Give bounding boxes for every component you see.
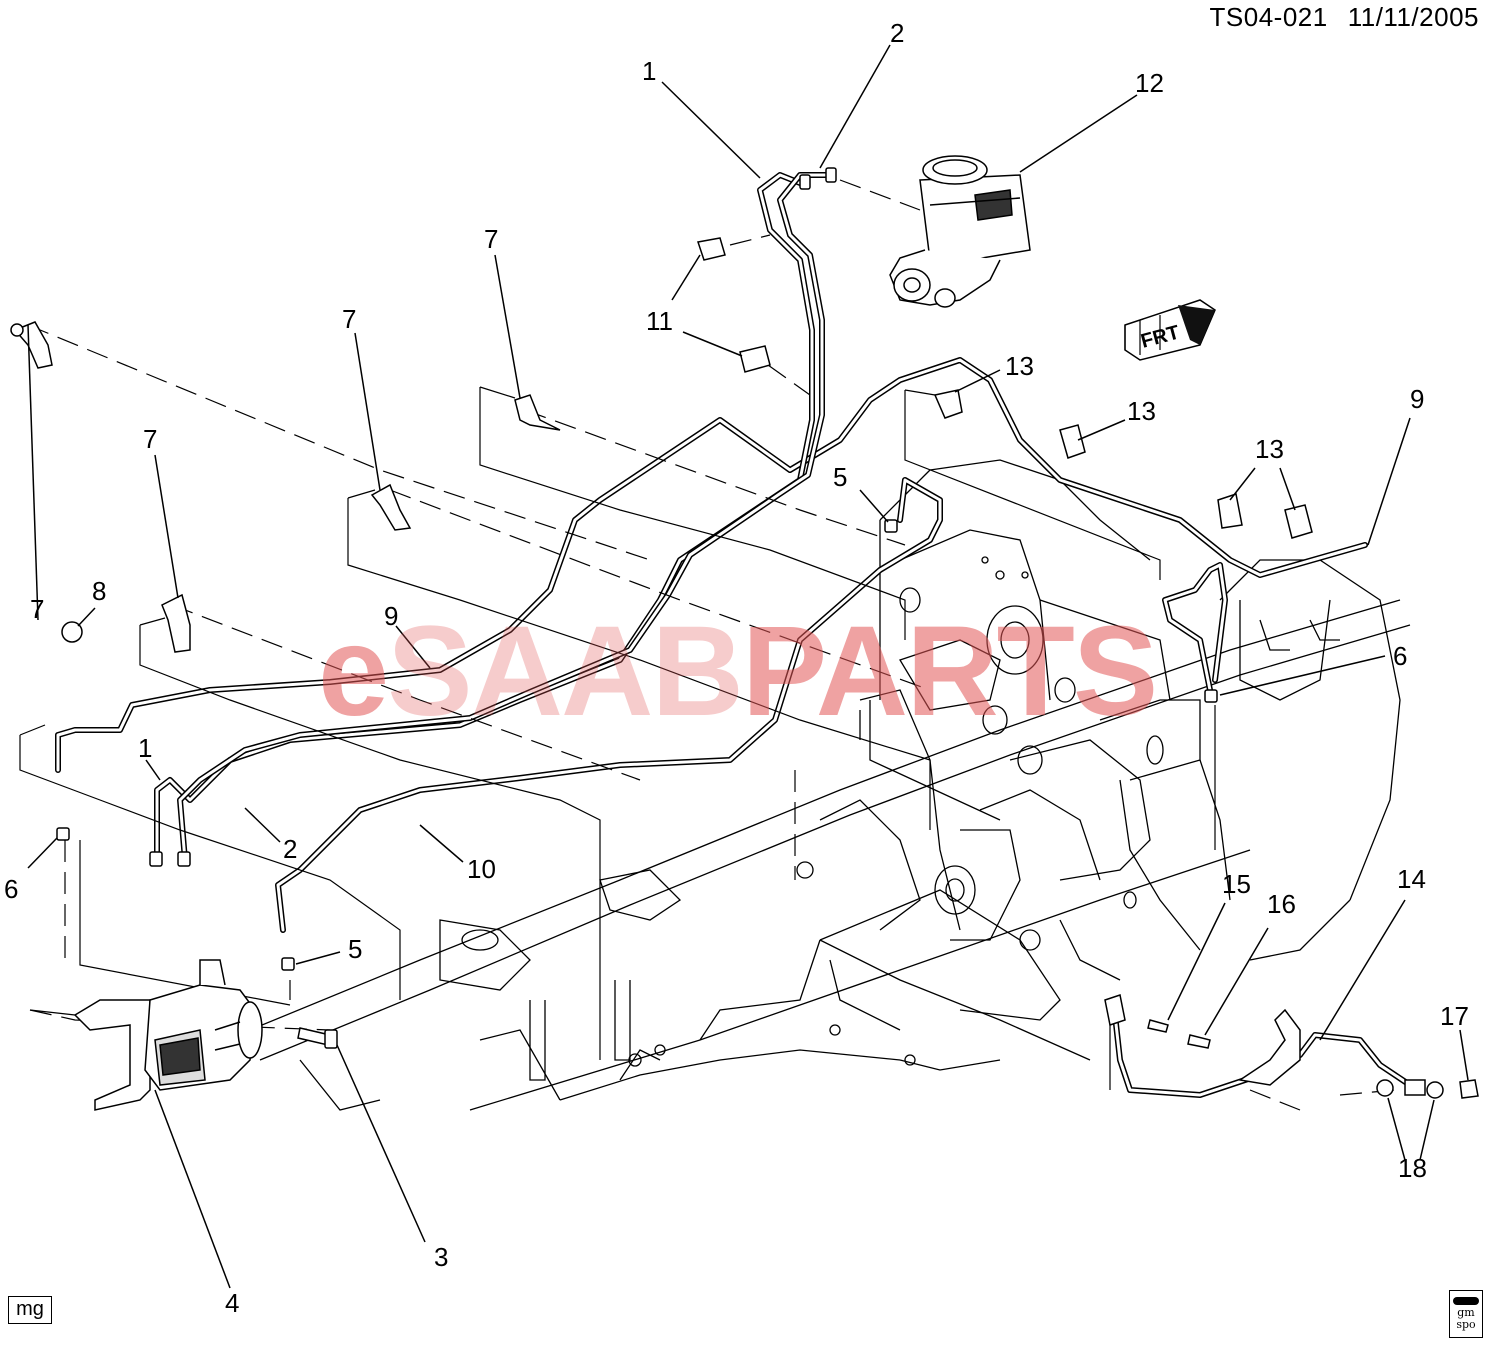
- brake-line-10: [275, 477, 943, 933]
- callout-7-a: 7: [484, 224, 498, 254]
- cap-8: [61, 621, 83, 643]
- callout-10: 10: [467, 854, 496, 884]
- callout-6-right: 6: [1393, 641, 1407, 671]
- brake-line-2: [177, 172, 833, 863]
- callout-13-b: 13: [1127, 396, 1156, 426]
- watermark-e: e: [318, 600, 389, 743]
- callout-12: 12: [1135, 68, 1164, 98]
- callout-1-bottom: 1: [138, 733, 152, 763]
- bracket-7: [10, 321, 561, 653]
- callout-1-top: 1: [642, 56, 656, 86]
- frame-outline: [249, 459, 1411, 1111]
- brake-line-9: [55, 357, 1368, 773]
- callout-7-c: 7: [143, 424, 157, 454]
- hose-brackets: [1104, 994, 1479, 1099]
- watermark-saab: SAAB: [387, 600, 744, 743]
- callout-5-bottom: 5: [348, 934, 362, 964]
- callout-3: 3: [434, 1242, 448, 1272]
- callout-8: 8: [92, 576, 106, 606]
- callout-9-left: 9: [384, 601, 398, 631]
- callout-13-c: 13: [1255, 434, 1284, 464]
- frame-holes: [461, 556, 1164, 1067]
- callout-11: 11: [646, 306, 673, 336]
- callout-4: 4: [225, 1288, 239, 1318]
- logo-spo: spo: [1456, 1318, 1476, 1331]
- esaabparts-watermark: eSAABPARTS: [318, 598, 1158, 745]
- callout-7-d: 7: [30, 594, 44, 624]
- author-tag: mg: [8, 1296, 52, 1324]
- callout-2-bottom: 2: [283, 834, 297, 864]
- callout-7-b: 7: [342, 304, 356, 334]
- callout-14: 14: [1397, 864, 1426, 894]
- master-cylinder: [889, 155, 1031, 308]
- callout-2-top: 2: [890, 18, 904, 48]
- doc-code: TS04-021: [1209, 2, 1328, 32]
- clip-11: [697, 237, 771, 373]
- fittings: [56, 167, 1218, 971]
- callout-15: 15: [1222, 869, 1251, 899]
- clip-13: [933, 389, 1313, 539]
- callout-9-right: 9: [1410, 384, 1424, 414]
- callout-18: 18: [1398, 1153, 1427, 1183]
- callout-13-a: 13: [1005, 351, 1034, 381]
- abs-modulator: [73, 959, 263, 1111]
- dashed-guides: [27, 179, 1396, 1111]
- logo-gm: gm: [1457, 1306, 1475, 1319]
- frt-arrow: FRT: [1124, 299, 1216, 361]
- brake-line-1: [154, 172, 815, 863]
- gm-spo-logo: gm spo: [1449, 1290, 1483, 1338]
- doc-date: 11/11/2005: [1347, 2, 1479, 32]
- gm-badge-icon: [1453, 1297, 1479, 1305]
- document-id: TS04-021 11/11/2005: [1210, 2, 1479, 33]
- bolt-3: [297, 1027, 338, 1049]
- alignment-guides: [19, 386, 1216, 1090]
- callout-17: 17: [1440, 1001, 1469, 1031]
- callout-5-top: 5: [833, 462, 847, 492]
- callout-16: 16: [1267, 889, 1296, 919]
- leader-lines: [27, 44, 1469, 1289]
- brake-line-9-right-loop: [1162, 562, 1228, 693]
- callout-6-left: 6: [4, 874, 18, 904]
- watermark-parts: PARTS: [741, 600, 1158, 743]
- callout-labels: 1 2 12 11 7 7 7 7 7 8 13 13 13 9 5 9 6 1…: [4, 18, 1469, 1318]
